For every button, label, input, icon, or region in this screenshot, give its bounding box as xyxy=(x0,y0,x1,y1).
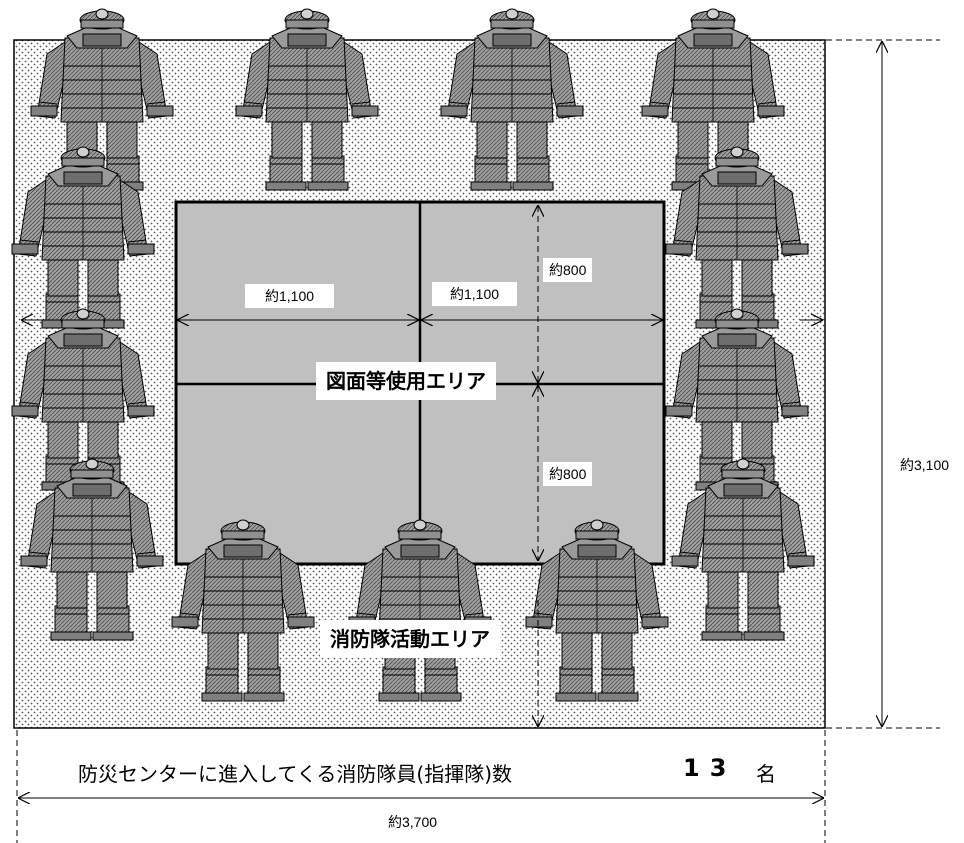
label-top-height: 約800 xyxy=(543,258,593,282)
drawing-area-title: 図面等使用エリア xyxy=(316,362,496,400)
activity-area-title: 消防隊活動エリア xyxy=(320,620,500,658)
label-total-height: 約3,100 xyxy=(900,457,950,473)
firefighter-count-unit: 名 xyxy=(756,762,776,786)
label-right-width: 約1,100 xyxy=(432,282,518,306)
label-left-width: 約1,100 xyxy=(245,284,335,308)
label-bottom-height: 約800 xyxy=(543,462,593,486)
label-total-width: 約3,700 xyxy=(388,814,438,830)
firefighter-count-value: 13 xyxy=(683,754,737,782)
firefighter-count-caption: 防災センターに進入してくる消防隊員(指揮隊)数 xyxy=(78,762,513,786)
